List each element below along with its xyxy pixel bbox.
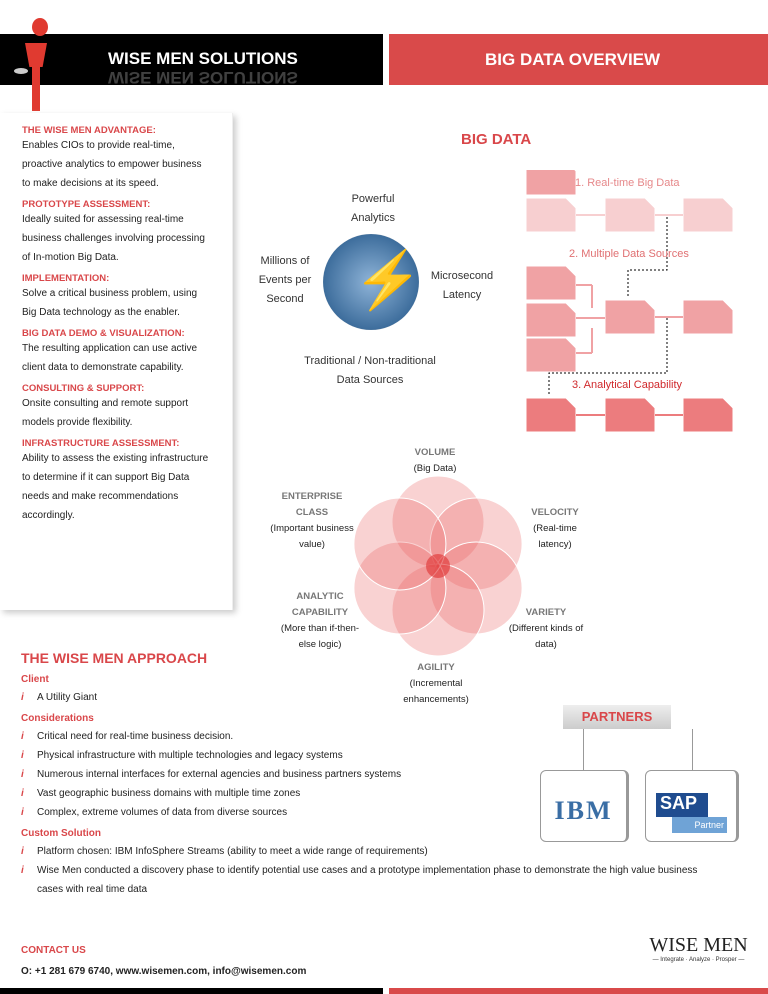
flow-box: [525, 170, 577, 196]
advantage-panel: THE WISE MEN ADVANTAGE: Enables CIOs to p…: [0, 113, 233, 610]
panel-heading: CONSULTING & SUPPORT:: [22, 383, 145, 394]
bullet-i-icon: i: [21, 788, 24, 799]
panel-text: accordingly.: [22, 510, 75, 521]
data-flow-diagram: [525, 170, 734, 433]
venn-variety: VARIETY(Different kinds of data): [508, 607, 584, 650]
panel-text: Enables CIOs to provide real-time,: [22, 140, 175, 151]
page-title: BIG DATA OVERVIEW: [485, 50, 661, 69]
footer-bar-dark: [0, 988, 383, 994]
flow-step-2: 2. Multiple Data Sources: [569, 248, 689, 260]
big-data-title: BIG DATA: [461, 131, 532, 148]
panel-heading: BIG DATA DEMO & VISUALIZATION:: [22, 328, 185, 339]
flow-box: [682, 397, 734, 433]
venn-volume: VOLUME(Big Data): [413, 447, 457, 474]
flow-box: [525, 197, 577, 233]
bullet-i-icon: i: [21, 769, 24, 780]
flow-box: [604, 397, 656, 433]
venn-analytic: ANALYTIC CAPABILITY(More than if-then-el…: [280, 591, 360, 650]
flow-box: [525, 397, 577, 433]
flow-box: [682, 197, 734, 233]
approach-subheading: Considerations: [21, 713, 94, 724]
venn-circle: [429, 497, 523, 591]
panel-text: The resulting application can use active: [22, 343, 198, 354]
panel-text: models provide flexibility.: [22, 417, 133, 428]
panel-heading: INFRASTRUCTURE ASSESSMENT:: [22, 438, 180, 449]
ibm-partner-logo: IBM: [540, 770, 629, 842]
approach-title: THE WISE MEN APPROACH: [21, 650, 208, 666]
flow-step-3: 3. Analytical Capability: [572, 379, 683, 391]
contact-line[interactable]: O: +1 281 679 6740, www.wisemen.com, inf…: [21, 966, 307, 977]
flow-box: [525, 302, 577, 338]
logo-figure-icon: [10, 18, 50, 138]
approach-subheading: Custom Solution: [21, 828, 101, 839]
panel-heading: IMPLEMENTATION:: [22, 273, 110, 284]
approach-subheading: Client: [21, 674, 49, 685]
header-title-bar: BIG DATA OVERVIEW: [389, 34, 768, 85]
panel-text: proactive analytics to empower business: [22, 159, 202, 170]
brand-reflection: WISE MEN SOLUTIONS: [108, 68, 298, 87]
venn-circle: [353, 541, 447, 635]
sap-partner-logo: SAP Partner: [645, 770, 739, 842]
venn-velocity: VELOCITY(Real-time latency): [531, 507, 579, 550]
flow-step-1: 1. Real-time Big Data: [575, 177, 680, 189]
header-brand-bar: WISE MEN SOLUTIONS WISE MEN SOLUTIONS: [0, 34, 383, 87]
venn-circle: [429, 541, 523, 635]
panel-heading: PROTOTYPE ASSESSMENT:: [22, 199, 151, 210]
bullet-i-icon: i: [21, 807, 24, 818]
bullet-i-icon: i: [21, 865, 24, 876]
flow-box: [525, 337, 577, 373]
footer-logo: WISE MEN — Integrate · Analyze · Prosper…: [649, 934, 748, 963]
panel-text: Onsite consulting and remote support: [22, 398, 189, 409]
flow-box: [604, 299, 656, 335]
venn-center: [426, 554, 450, 578]
panel-text: of In-motion Big Data.: [22, 252, 119, 263]
panel-text: Solve a critical business problem, using: [22, 288, 198, 299]
flow-box: [525, 265, 577, 301]
lightning-analytics-icon: ⚡: [323, 234, 423, 330]
panel-text: needs and make recommendations: [22, 491, 179, 502]
panel-text: to determine if it can support Big Data: [22, 472, 190, 483]
flow-box: [682, 299, 734, 335]
partners-header: PARTNERS: [563, 705, 671, 729]
panel-text: business challenges involving processing: [22, 233, 205, 244]
venn-agility: AGILITY(Incremental enhancements): [403, 662, 469, 705]
venn-enterprise: ENTERPRISE CLASS(Important business valu…: [270, 491, 354, 550]
bullet-i-icon: i: [21, 750, 24, 761]
venn-circle: [353, 497, 447, 591]
venn-diagram: [353, 475, 523, 657]
flow-box: [604, 197, 656, 233]
panel-text: client data to demonstrate capability.: [22, 362, 184, 373]
brand-title: WISE MEN SOLUTIONS: [108, 49, 298, 68]
footer-bar-red: [389, 988, 768, 994]
panel-text: to make decisions at its speed.: [22, 178, 159, 189]
bullet-i-icon: i: [21, 731, 24, 742]
panel-text: Big Data technology as the enabler.: [22, 307, 180, 318]
bullet-i-icon: i: [21, 692, 24, 703]
contact-label: CONTACT US: [21, 945, 86, 956]
panel-text: Ability to assess the existing infrastru…: [22, 453, 209, 464]
bullet-i-icon: i: [21, 846, 24, 857]
panel-heading: THE WISE MEN ADVANTAGE:: [22, 125, 156, 136]
panel-text: Ideally suited for assessing real-time: [22, 214, 184, 225]
